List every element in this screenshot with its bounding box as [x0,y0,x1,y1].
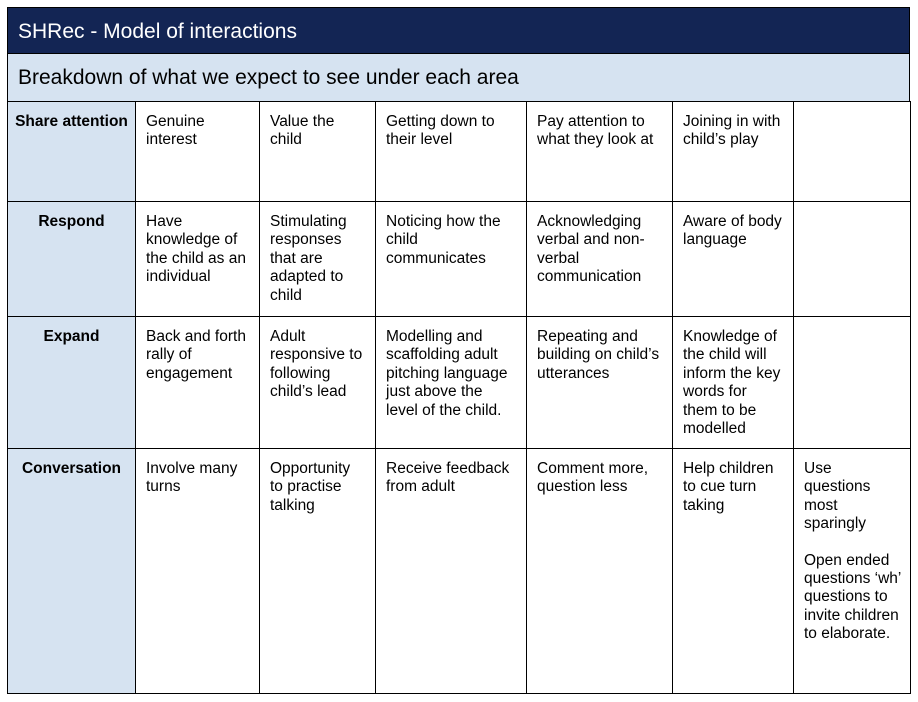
table-cell: Getting down to their level [375,101,527,202]
table-row-share-attention: Share attention Genuine interest Value t… [7,101,911,202]
table-cell: Noticing how the child communicates [375,201,527,317]
table-cell: Knowledge of the child will inform the k… [672,316,794,449]
row-heading-share-attention: Share attention [7,101,136,202]
table-cell: Joining in with child’s play [672,101,794,202]
table-row-respond: Respond Have knowledge of the child as a… [7,201,911,317]
document-subtitle: Breakdown of what we expect to see under… [7,53,910,102]
table-cell-empty [793,201,911,317]
table-cell-questions: Use questions most sparingly Open ended … [793,448,911,694]
table-cell: Involve many turns [135,448,260,694]
table-cell: Repeating and building on child’s uttera… [526,316,673,449]
table-cell: Receive feedback from adult [375,448,527,694]
table-row-expand: Expand Back and forth rally of engagemen… [7,316,911,449]
table-cell-empty [793,101,911,202]
table-cell: Help children to cue turn taking [672,448,794,694]
row-heading-respond: Respond [7,201,136,317]
table-cell: Genuine interest [135,101,260,202]
table-cell: Back and forth rally of engagement [135,316,260,449]
table-cell: Have knowledge of the child as an indivi… [135,201,260,317]
table-cell: Stimulating responses that are adapted t… [259,201,376,317]
table-row-conversation: Conversation Involve many turns Opportun… [7,448,911,694]
table-cell-empty [793,316,911,449]
table-cell: Aware of body language [672,201,794,317]
document-sheet: SHRec - Model of interactions Breakdown … [7,7,911,694]
table-cell: Comment more, question less [526,448,673,694]
table-cell: Acknowledging verbal and non-verbal comm… [526,201,673,317]
row-heading-expand: Expand [7,316,136,449]
table-cell: Pay attention to what they look at [526,101,673,202]
interactions-table: Share attention Genuine interest Value t… [7,101,911,694]
document-title: SHRec - Model of interactions [7,7,910,54]
cell-paragraph: Use questions most sparingly [804,460,871,533]
table-cell: Adult responsive to following child’s le… [259,316,376,449]
table-cell: Opportunity to practise talking [259,448,376,694]
cell-paragraph: Open ended questions ‘wh’ questions to i… [804,551,901,643]
table-cell: Value the child [259,101,376,202]
table-cell: Modelling and scaffolding adult pitching… [375,316,527,449]
row-heading-conversation: Conversation [7,448,136,694]
